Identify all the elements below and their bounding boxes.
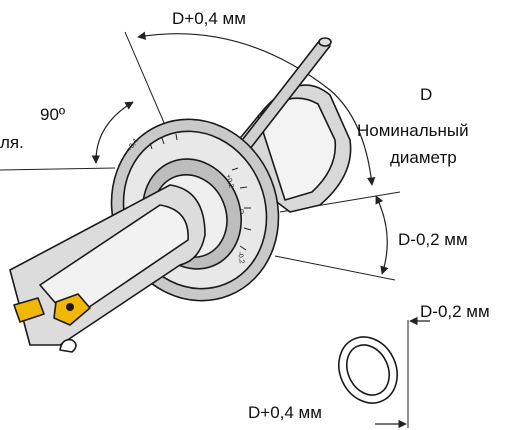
upper-reference-line [124,31,166,126]
label-ring-bottom-dimension: D+0,4 мм [248,403,322,422]
dial-label-plus-02: +0,2 [224,174,234,189]
right-dimension-arrow [375,195,389,275]
label-top-dimension: D+0,4 мм [172,9,246,28]
cutting-insert [13,293,91,326]
left-reference-line [0,167,116,171]
ring-gauge [338,336,398,404]
label-nominal-word: Номинальный [357,121,469,140]
label-nominal-d: D [420,85,432,104]
angle-arc-arrow [91,101,134,164]
lower-reference-line [274,255,396,281]
dial-tick-marks [149,133,252,251]
label-left-cut: ля. [0,133,24,152]
label-right-dimension: D-0,2 мм [398,230,468,249]
boring-bar [9,184,206,353]
label-ring-right-dimension: D-0,2 мм [420,302,490,321]
label-angle: 90º [40,105,65,124]
dial-label-minus-02: -0,2 [236,251,245,264]
top-dimension-arrow [137,31,376,186]
label-nominal-diameter: диаметр [390,148,457,167]
dial-label-zero: 0 [240,209,244,216]
